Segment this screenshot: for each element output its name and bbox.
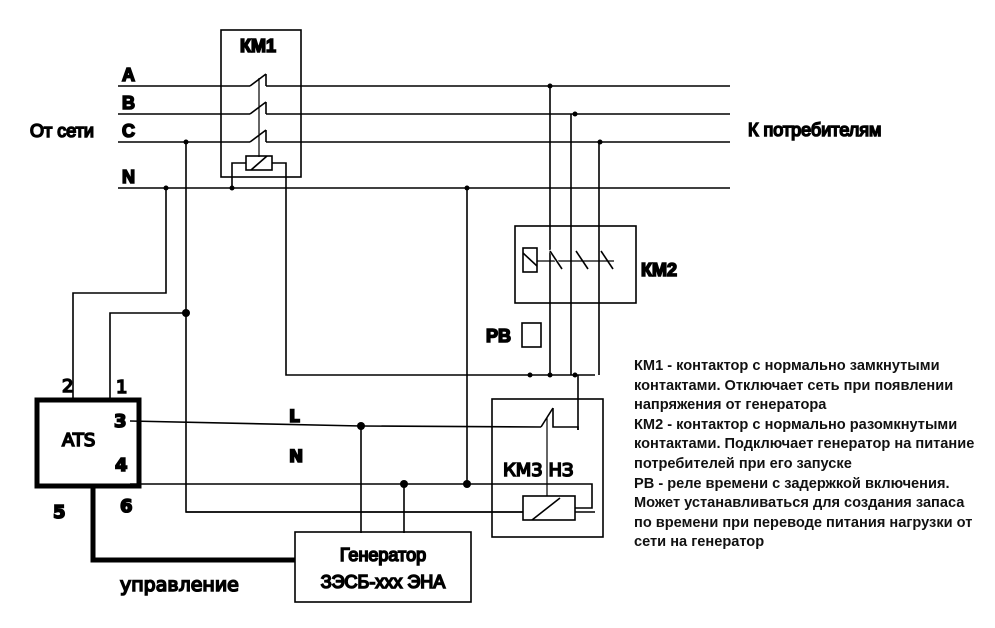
- km1-coil-wire-right: [272, 162, 595, 376]
- gen-line-l: [129, 420, 542, 428]
- label-phase-b: B: [122, 93, 135, 113]
- legend-key: КМ2: [634, 416, 664, 433]
- label-to-consumers: К потребителям: [748, 120, 881, 140]
- label-phase-c: C: [122, 121, 135, 141]
- label-rv: РВ: [486, 326, 511, 346]
- label-ats-pin-4: 4: [115, 455, 128, 476]
- label-km3: КМ3 НЗ: [503, 460, 574, 481]
- km3-box: [491, 398, 604, 538]
- label-km1: КМ1: [240, 36, 276, 56]
- legend-key: РВ: [634, 475, 655, 492]
- control-wire: [90, 486, 295, 563]
- legend-item: КМ1 - контактор с нормально замкнутыми к…: [634, 357, 979, 416]
- label-generator-title: Генератор: [340, 545, 426, 565]
- legend-item: РВ - реле времени с задержкой включения.…: [634, 475, 979, 553]
- km2-contacts: [537, 249, 614, 271]
- junction-dots: [163, 83, 603, 488]
- wire-c-to-ats1: [109, 142, 187, 400]
- generator-box: [294, 531, 472, 603]
- label-phase-a: A: [122, 65, 135, 85]
- label-gen-n: N: [289, 447, 303, 467]
- km3-coil: [522, 495, 576, 521]
- label-ats-pin-5: 5: [53, 502, 66, 523]
- rv-relay: [521, 322, 542, 348]
- ats-box: [34, 397, 142, 489]
- label-from-grid: От сети: [30, 121, 94, 141]
- legend: КМ1 - контактор с нормально замкнутыми к…: [634, 357, 979, 553]
- label-km2: КМ2: [641, 260, 677, 280]
- km3-coil-slash: [531, 497, 561, 521]
- legend-text: - контактор с нормально замкнутыми конта…: [634, 358, 954, 414]
- legend-key: КМ1: [634, 358, 664, 374]
- label-neutral: N: [122, 167, 135, 187]
- km3-contact-wire: [552, 408, 579, 430]
- km1-contacts: [249, 73, 267, 157]
- legend-text: - контактор с нормально разомкнутыми кон…: [634, 416, 975, 472]
- label-ats: ATS: [62, 430, 95, 451]
- legend-item: КМ2 - контактор с нормально разомкнутыми…: [634, 416, 979, 475]
- legend-text: - реле времени с задержкой включения. Мо…: [634, 475, 973, 551]
- km3-contact-blade: [540, 407, 554, 428]
- label-gen-l: L: [289, 407, 300, 427]
- label-ats-pin-3: 3: [114, 411, 127, 432]
- km2-box: [514, 225, 637, 304]
- km2-coil-slash: [522, 252, 538, 267]
- km1-coil-wire-left: [231, 162, 246, 188]
- km1-box: [220, 29, 302, 178]
- label-ats-pin-2: 2: [62, 376, 73, 397]
- label-ats-pin-1: 1: [116, 377, 127, 398]
- label-generator-model: ЗЭСБ-xxx ЭНА: [321, 572, 446, 592]
- label-ats-pin-6: 6: [120, 496, 133, 517]
- wire-n-to-ats2: [72, 188, 167, 400]
- km1-coil-slash: [250, 155, 268, 171]
- label-control: управление: [120, 574, 239, 596]
